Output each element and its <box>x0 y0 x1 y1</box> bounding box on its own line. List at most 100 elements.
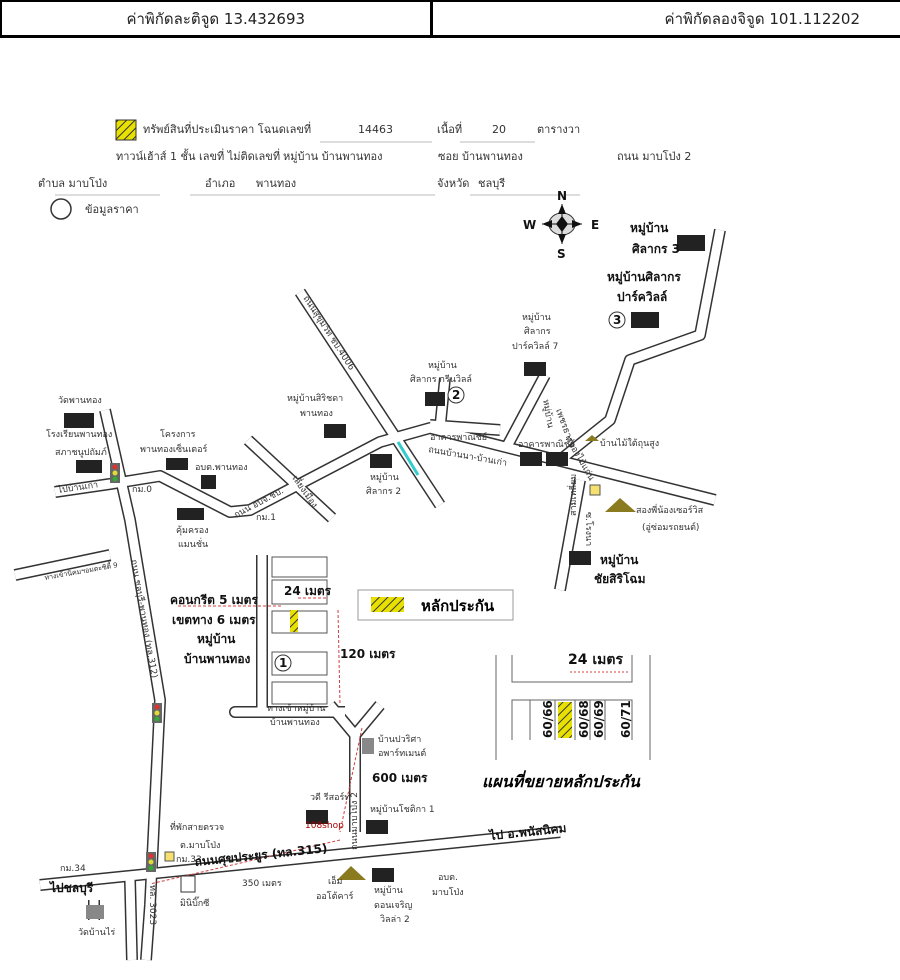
svg-text:ทล. 3023: ทล. 3023 <box>147 885 157 925</box>
svg-text:เอ็ม: เอ็ม <box>328 874 342 887</box>
village-icon <box>631 312 659 328</box>
coordinates-header: ค่าพิกัดละติจูด 13.432693 ค่าพิกัดลองจิจ… <box>0 0 900 38</box>
svg-text:หมู่บ้าน: หมู่บ้าน <box>370 472 399 483</box>
svg-text:W: W <box>523 218 536 232</box>
house-icons <box>164 435 636 880</box>
temple-icon <box>64 413 94 428</box>
village-plots <box>271 556 328 705</box>
svg-text:สามเหลี่ยม: สามเหลี่ยม <box>566 474 579 516</box>
village-icon <box>366 820 388 834</box>
svg-text:สองพี่น้องเซอร์วิส: สองพี่น้องเซอร์วิส <box>636 503 704 516</box>
svg-text:บ้านพานทอง: บ้านพานทอง <box>184 652 251 666</box>
minibigc-icon <box>180 875 196 893</box>
village-icon <box>524 362 546 376</box>
building-icons <box>64 235 705 919</box>
svg-text:ศิลากร: ศิลากร <box>524 326 551 337</box>
svg-text:กม.33: กม.33 <box>176 855 202 865</box>
svg-text:หมู่บ้าน: หมู่บ้าน <box>522 312 551 323</box>
svg-text:วัดพานทอง: วัดพานทอง <box>58 396 102 406</box>
temple-icon <box>86 905 104 919</box>
amphoe-label: อำเภอ <box>205 177 235 190</box>
compass-icon: N S W E <box>523 189 599 261</box>
svg-text:หมู่บ้าน: หมู่บ้าน <box>630 221 669 236</box>
svg-text:คุ้มครอง: คุ้มครอง <box>176 525 209 536</box>
svg-text:อาคารพาณิชย์: อาคารพาณิชย์ <box>518 438 575 450</box>
village-name: หมู่บ้าน บ้านพานทอง <box>283 150 383 163</box>
svg-text:ไปชลบุรี: ไปชลบุรี <box>48 880 94 896</box>
legend-price: ข้อมูลราคา <box>85 203 139 216</box>
svg-text:วดี รีสอร์ท: วดี รีสอร์ท <box>310 791 350 803</box>
village-icon <box>306 810 328 824</box>
svg-text:E: E <box>591 218 599 232</box>
svg-text:หมู่บ้านศิลากร: หมู่บ้านศิลากร <box>607 270 681 285</box>
svg-text:60/71: 60/71 <box>619 700 633 738</box>
legend-property: ทรัพย์สินที่ประเมินราคา โฉนดเลขที่ <box>143 121 311 136</box>
road-name: ถนน มาบโป่ง 2 <box>617 149 691 163</box>
svg-text:กม.1: กม.1 <box>256 513 276 523</box>
svg-text:ถนนสุขุมวิท ชบ.4006: ถนนสุขุมวิท ชบ.4006 <box>300 294 357 373</box>
collateral-legend-swatch <box>371 597 404 612</box>
svg-text:ศิลากร 2: ศิลากร 2 <box>366 486 401 497</box>
village-icon <box>372 868 394 882</box>
svg-text:โครงการ: โครงการ <box>160 429 196 440</box>
shophouse-icon <box>546 452 568 466</box>
svg-text:คอนกรีต 5 เมตร: คอนกรีต 5 เมตร <box>170 593 258 607</box>
mansion-icon <box>177 508 204 520</box>
inset-title: แผนที่ขยายหลักประกัน <box>482 770 641 791</box>
svg-text:อพาร์ทเมนต์: อพาร์ทเมนต์ <box>378 747 426 759</box>
svg-text:108shop: 108shop <box>305 821 344 831</box>
svg-text:หมู่บ้านสิริชดา: หมู่บ้านสิริชดา <box>287 393 343 404</box>
shophouse-icon <box>166 458 188 470</box>
svg-text:ออโต้คาร์: ออโต้คาร์ <box>316 890 354 902</box>
school-icon <box>76 460 102 473</box>
area-value: 20 <box>492 123 506 136</box>
svg-text:กม.34: กม.34 <box>60 864 86 874</box>
svg-text:120 เมตร: 120 เมตร <box>340 647 396 661</box>
svg-text:อาคารพาณิชย์: อาคารพาณิชย์ <box>430 431 487 443</box>
svg-text:กม.0: กม.0 <box>132 485 152 495</box>
apartment-icon <box>362 738 374 754</box>
longitude-label: ค่าพิกัดลองจิจูด 101.112202 <box>664 9 860 28</box>
traffic-light-icon <box>152 703 162 723</box>
svg-text:บ้านปวริศา: บ้านปวริศา <box>378 734 421 745</box>
canal <box>396 441 420 476</box>
svg-text:บ้านไม้ใต้ถุนสูง: บ้านไม้ใต้ถุนสูง <box>600 438 659 449</box>
svg-text:แมนชั่น: แมนชั่น <box>178 537 208 550</box>
svg-text:60/69: 60/69 <box>592 700 606 738</box>
svg-text:บ้านพานทอง: บ้านพานทอง <box>270 717 320 728</box>
traffic-light-icon <box>110 463 120 483</box>
tambon: ตำบล มาบโป่ง <box>38 176 107 190</box>
marker-2: 2 <box>447 386 465 404</box>
svg-text:24 เมตร: 24 เมตร <box>284 584 332 598</box>
office-icon <box>201 475 216 489</box>
svg-text:ชัยสิริโฉม: ชัยสิริโฉม <box>594 571 645 586</box>
svg-text:ปาร์ควิลล์: ปาร์ควิลล์ <box>617 290 667 304</box>
area-label: เนื้อที่ <box>437 121 462 136</box>
building-type: ทาวน์เฮ้าส์ 1 ชั้น เลขที่ ไม่ติดเลขที่ <box>116 148 280 163</box>
car-dealer-icon <box>337 866 366 880</box>
collateral-inset: 24 เมตร 60/66 60/68 60/69 60/71 แผนที่ขย… <box>482 652 651 791</box>
svg-text:วิลล่า 2: วิลล่า 2 <box>380 914 410 925</box>
collateral-plot <box>290 610 298 632</box>
province-label: จังหวัด <box>437 177 469 190</box>
svg-text:600 เมตร: 600 เมตร <box>372 771 428 785</box>
svg-text:3: 3 <box>613 313 621 327</box>
svg-text:อบต.: อบต. <box>438 873 458 883</box>
svg-text:เขตทาง 6 เมตร: เขตทาง 6 เมตร <box>172 613 256 627</box>
svg-text:ที่พักสายตรวจ: ที่พักสายตรวจ <box>170 820 224 833</box>
svg-text:มินิบิ๊กซี: มินิบิ๊กซี <box>180 896 209 909</box>
svg-text:N: N <box>557 189 567 203</box>
village-icon <box>425 392 445 406</box>
amphoe-value: พานทอง <box>256 177 296 190</box>
svg-text:24 เมตร: 24 เมตร <box>568 652 623 668</box>
svg-text:สภาชนูปถัมภ์: สภาชนูปถัมภ์ <box>55 446 107 458</box>
svg-text:ต.มาบโป่ง: ต.มาบโป่ง <box>180 840 220 851</box>
village-icon <box>324 424 346 438</box>
village-icon <box>569 551 591 565</box>
svg-text:หมู่บ้าน: หมู่บ้าน <box>540 399 556 429</box>
traffic-light-icon <box>146 852 156 872</box>
car-service-icon <box>605 498 636 512</box>
marker-3: 3 <box>608 311 626 329</box>
area-unit: ตารางวา <box>537 123 580 136</box>
